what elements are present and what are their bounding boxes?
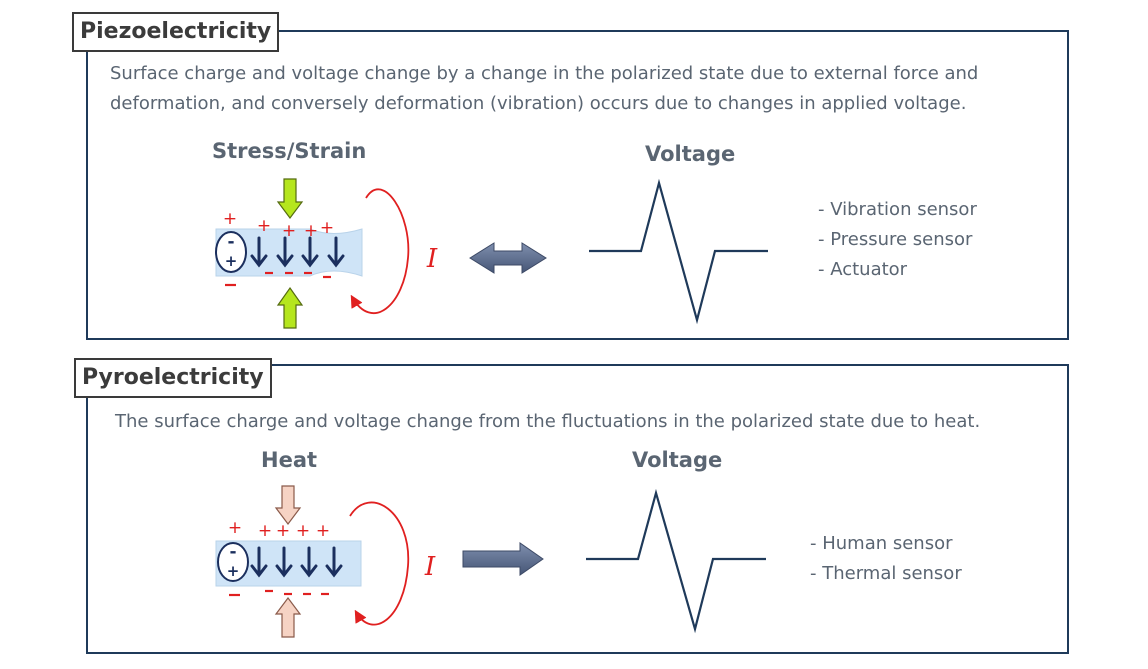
piezo-negative-charges [225,271,331,287]
svg-text:+: + [282,221,296,241]
piezo-application-actuator: - Actuator [818,259,908,280]
svg-text:+: + [276,521,290,541]
pyro-application-thermal-sensor: - Thermal sensor [810,563,962,584]
svg-text:+: + [228,518,242,538]
svg-text:-: - [227,232,234,252]
pyro-application-human-sensor: - Human sensor [810,533,953,554]
pyro-voltage-waveform [586,488,766,634]
pyro-crystal-figure: - + + + + + + I [215,485,436,638]
piezo-output-label: Voltage [645,142,736,166]
piezo-application-list: - Vibration sensor - Pressure sensor - A… [818,195,977,285]
svg-text:+: + [257,216,271,236]
pyro-dipole-icon: - + [217,542,249,582]
svg-text:+: + [223,209,237,229]
piezo-application-vibration-sensor: - Vibration sensor [818,199,977,220]
pyro-right-arrow-icon [462,542,544,576]
piezo-crystal-body [215,228,363,277]
svg-text:+: + [227,562,240,580]
piezo-description: Surface charge and voltage change by a c… [110,63,979,114]
svg-text:+: + [320,218,334,238]
piezo-force-arrow-top [276,178,304,219]
piezo-dipole-icon: - + [215,231,247,273]
svg-text:+: + [296,521,310,541]
piezo-crystal-figure: - + + + + + + I [215,178,438,329]
pyro-application-list: - Human sensor - Thermal sensor [810,529,962,589]
piezo-current-symbol: I [426,244,438,274]
piezo-bidirectional-arrow-icon [469,242,547,274]
svg-text:+: + [316,521,330,541]
piezo-positive-charges: + + + + + [223,209,334,241]
pyro-input-label: Heat [261,448,318,472]
pyro-heat-arrow-bottom [274,597,302,638]
svg-text:+: + [304,221,318,241]
pyro-current-symbol: I [424,552,436,582]
pyro-panel [86,364,1069,654]
pyro-heat-arrow-top [274,485,302,525]
pyro-negative-charges [229,589,329,597]
piezo-input-label: Stress/Strain [212,139,367,163]
svg-text:-: - [229,542,236,562]
piezo-voltage-waveform [589,178,768,325]
svg-text:+: + [258,521,272,541]
piezo-polarization-arrows [250,236,345,268]
pyro-polarization-arrows [250,546,343,578]
piezo-panel [86,30,1069,340]
svg-text:+: + [225,252,238,270]
pyro-current-loop [349,501,409,626]
piezo-application-pressure-sensor: - Pressure sensor [818,229,973,250]
piezo-force-arrow-bottom [276,286,304,329]
pyro-output-label: Voltage [632,448,723,472]
pyro-title: Pyroelectricity [74,358,272,398]
pyro-description: The surface charge and voltage change fr… [115,411,981,432]
piezo-title: Piezoelectricity [72,12,280,52]
piezo-current-loop [350,188,410,315]
pyro-positive-charges: + + + + + [228,518,330,541]
